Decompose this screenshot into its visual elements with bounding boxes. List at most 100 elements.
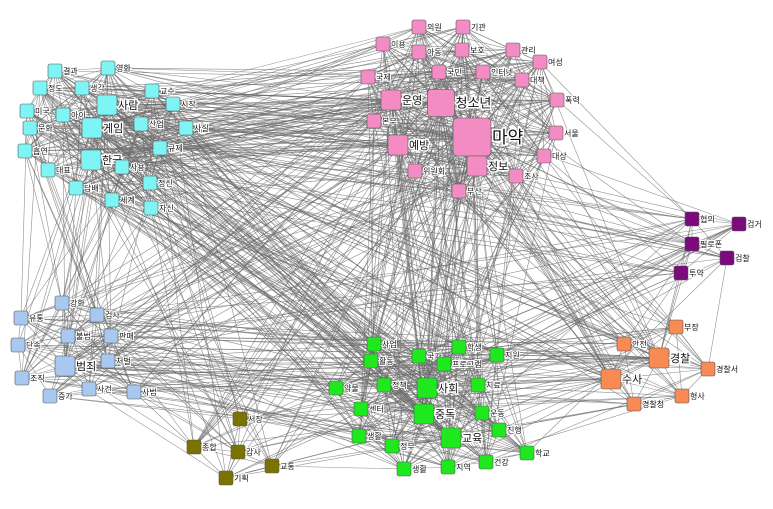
node-box (532, 54, 548, 70)
edge (26, 110, 405, 470)
node-box (505, 42, 521, 58)
edge (370, 120, 375, 362)
edge (107, 67, 392, 101)
node-label: 관리 (521, 45, 536, 55)
edge (106, 104, 273, 467)
edge (447, 354, 498, 468)
node-label: 종합 (202, 443, 217, 452)
edge (414, 170, 487, 463)
node-box (42, 388, 58, 404)
node-p-gwalli: 관리 (505, 42, 537, 58)
edge (193, 51, 420, 448)
node-box (451, 183, 467, 199)
node-label: 경찰청 (642, 399, 664, 409)
edge (193, 26, 464, 448)
node-box (451, 339, 467, 355)
edge (390, 99, 612, 380)
node-box (549, 92, 565, 108)
edge (477, 343, 625, 386)
edge (88, 388, 452, 439)
edge (91, 127, 528, 454)
edge (24, 150, 98, 316)
node-box (366, 336, 382, 352)
node-c-saenggak: 생각 (74, 80, 106, 96)
node-label: 본부 (382, 117, 397, 126)
edge (471, 136, 483, 414)
node-g-jiwon: 지원 (489, 347, 521, 363)
node-label: 세계 (120, 195, 135, 205)
edge (91, 127, 416, 172)
edge (91, 127, 420, 357)
node-label: 처벌 (116, 356, 131, 366)
node-p-mayak: 마약 (452, 117, 525, 157)
edge (64, 365, 487, 463)
node-label: 청소년 (456, 97, 492, 112)
node-label: 진행 (507, 425, 522, 435)
edge (110, 335, 195, 448)
node-box (375, 36, 391, 52)
edge (390, 26, 420, 101)
node-label: 투약 (689, 268, 704, 278)
node-b-yutong: 유통 (13, 310, 45, 326)
node-c-dambae: 담배 (68, 180, 100, 196)
edge (54, 70, 428, 389)
edge (106, 104, 187, 129)
edge (29, 127, 77, 189)
node-box (674, 388, 690, 404)
edge (90, 159, 728, 259)
edge (47, 70, 56, 171)
node-box (126, 384, 142, 400)
edge (397, 144, 660, 359)
edge (239, 395, 683, 420)
edge (426, 378, 612, 389)
edge (81, 61, 541, 89)
edge (423, 354, 498, 415)
node-box (508, 168, 524, 184)
node-label: 검사 (105, 310, 120, 320)
edge (17, 335, 69, 346)
edge (61, 302, 112, 337)
edge (26, 102, 442, 112)
edge (96, 314, 109, 362)
edge (335, 387, 487, 463)
edge (390, 26, 464, 101)
node-p-daesang: 대상 (536, 148, 568, 164)
node-box (668, 319, 684, 335)
edge (390, 99, 449, 468)
node-box (440, 459, 456, 475)
edge (54, 70, 153, 92)
node-g-jungdok: 중독 (413, 403, 457, 425)
edge (237, 357, 660, 453)
edge (271, 437, 452, 467)
edge (521, 79, 557, 134)
node-g-undong: 운동 (474, 405, 506, 421)
edge (239, 418, 273, 467)
node-box (68, 180, 84, 196)
node-p-bonbu: 본부 (366, 113, 398, 129)
node-box (81, 117, 103, 139)
edge (91, 127, 161, 149)
edge (111, 199, 612, 380)
node-label: 교수 (160, 87, 175, 96)
edge (88, 175, 517, 390)
edge (90, 159, 405, 470)
node-box (387, 134, 409, 156)
edge (64, 365, 195, 448)
edge (107, 67, 123, 168)
edge (373, 136, 473, 345)
edge (403, 354, 498, 470)
edge (390, 71, 484, 101)
node-p-daechaek: 대책 (514, 72, 546, 88)
node-box (474, 405, 490, 421)
node-c-game: 게임 (81, 117, 125, 139)
node-c-gyosu: 교수 (144, 83, 176, 99)
edge (64, 102, 442, 367)
node-p-unyeong: 운영 (380, 89, 424, 111)
node-box (142, 175, 158, 191)
node-label: 운동 (490, 409, 505, 418)
edge (172, 103, 682, 274)
edge (29, 87, 83, 129)
edge (239, 378, 612, 420)
node-box (411, 348, 427, 364)
edge (151, 71, 440, 92)
